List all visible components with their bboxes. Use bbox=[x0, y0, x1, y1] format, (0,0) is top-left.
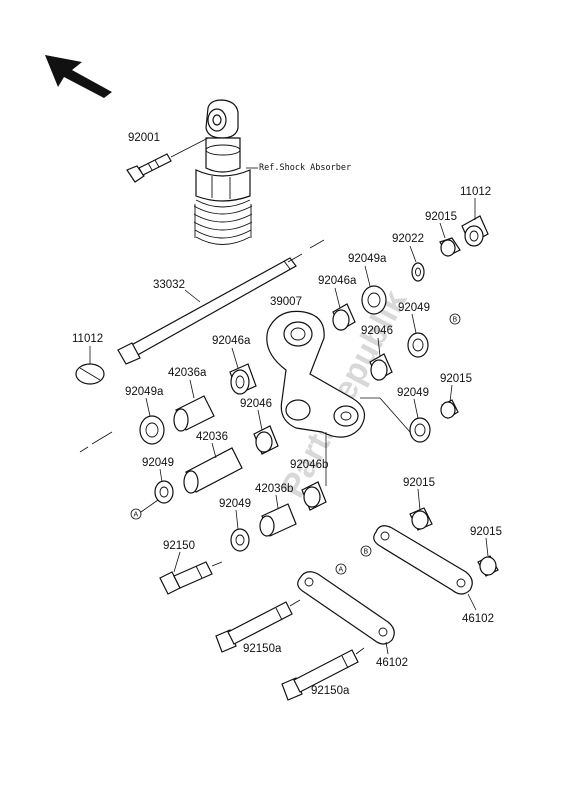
nut-92015-low bbox=[409, 507, 433, 531]
cap-11012-top bbox=[461, 215, 489, 247]
nut-92015-top bbox=[439, 237, 461, 257]
label-33032: 33032 bbox=[153, 279, 185, 291]
rocker-arm-39007 bbox=[266, 310, 366, 438]
label-46102-r: 46102 bbox=[462, 613, 494, 625]
shock-absorber-reference bbox=[193, 99, 253, 245]
bolt-92001 bbox=[126, 153, 172, 183]
link-plate-46102-r bbox=[373, 525, 473, 595]
collar-42036 bbox=[183, 447, 243, 494]
marker-a-bottom: A bbox=[335, 563, 347, 575]
label-42036: 42036 bbox=[196, 431, 228, 443]
svg-text:A: A bbox=[339, 567, 344, 574]
seal-92049-mid bbox=[230, 528, 250, 552]
label-92015-low: 92015 bbox=[403, 477, 435, 489]
cap-11012-left bbox=[75, 363, 105, 385]
label-92150: 92150 bbox=[163, 540, 195, 552]
washer-92022 bbox=[411, 262, 425, 282]
label-92049-left: 92049 bbox=[142, 457, 174, 469]
bearing-92046b bbox=[301, 481, 327, 511]
label-92022: 92022 bbox=[392, 233, 424, 245]
bearing-92046-r bbox=[369, 353, 393, 381]
link-plate-46102-l bbox=[297, 571, 395, 645]
label-11012-top: 11012 bbox=[460, 186, 491, 198]
marker-b-top: B bbox=[449, 313, 461, 325]
label-92049a-left: 92049a bbox=[125, 386, 164, 398]
label-92015-top: 92015 bbox=[425, 211, 457, 223]
label-92046b: 92046b bbox=[290, 459, 328, 471]
nut-92015-low2 bbox=[477, 555, 499, 577]
label-11012-left: 11012 bbox=[72, 333, 103, 345]
seal-92049a-left bbox=[139, 415, 165, 445]
seal-92049-r1 bbox=[407, 332, 429, 358]
marker-a-left: A bbox=[130, 508, 142, 520]
bolt-92150a-2 bbox=[281, 649, 359, 701]
label-92150a-1: 92150a bbox=[243, 643, 282, 655]
seal-92049-r2 bbox=[409, 417, 431, 443]
label-92049-r2: 92049 bbox=[397, 387, 429, 399]
seal-92049a-top bbox=[361, 285, 387, 315]
shaft-33032 bbox=[117, 257, 297, 365]
bolt-92150 bbox=[159, 561, 213, 595]
label-46102-l: 46102 bbox=[376, 657, 408, 669]
label-92046-r: 92046 bbox=[361, 325, 393, 337]
marker-b-bottom: B bbox=[360, 545, 372, 557]
bolt-92150a-1 bbox=[215, 601, 293, 653]
bearing-92046a-mid bbox=[229, 363, 257, 395]
ref-shock-absorber-note: Ref.Shock Absorber bbox=[259, 163, 351, 173]
label-92046a-mid: 92046a bbox=[212, 335, 251, 347]
label-92015-r: 92015 bbox=[440, 373, 472, 385]
nut-92015-r bbox=[440, 399, 459, 419]
label-42036a: 42036a bbox=[168, 367, 207, 379]
label-92001: 92001 bbox=[128, 132, 160, 144]
seal-92049-left bbox=[154, 480, 174, 504]
bearing-92046a-top bbox=[332, 303, 356, 331]
label-92049a-top: 92049a bbox=[348, 253, 387, 265]
collar-42036b bbox=[259, 503, 297, 537]
label-42036b: 42036b bbox=[255, 483, 293, 495]
label-92150a-2: 92150a bbox=[311, 685, 350, 697]
label-92046-mid: 92046 bbox=[240, 398, 272, 410]
svg-text:A: A bbox=[134, 512, 139, 519]
svg-text:B: B bbox=[364, 549, 369, 556]
label-92049-r1: 92049 bbox=[398, 302, 430, 314]
collar-42036a bbox=[173, 395, 215, 432]
label-39007: 39007 bbox=[270, 296, 302, 308]
direction-arrow-icon bbox=[45, 55, 112, 98]
label-92046a-top: 92046a bbox=[318, 275, 357, 287]
label-92015-low2: 92015 bbox=[470, 526, 502, 538]
bearing-92046-mid bbox=[253, 425, 279, 455]
svg-text:B: B bbox=[453, 317, 458, 324]
label-92049-mid: 92049 bbox=[219, 498, 251, 510]
